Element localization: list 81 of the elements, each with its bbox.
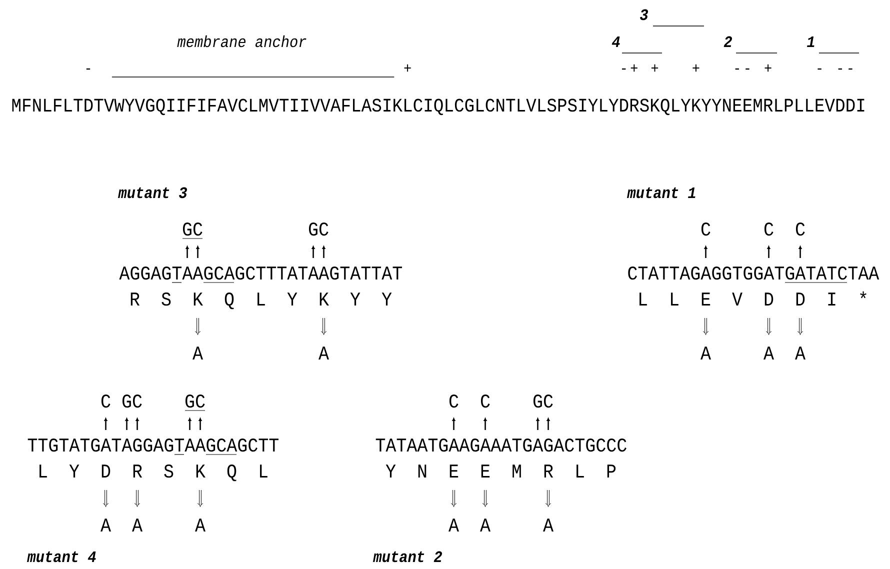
region-number: 2: [724, 36, 732, 47]
region-number: 1: [807, 36, 814, 47]
amino-acid-letter: S: [164, 464, 174, 478]
dna-sequence: AGGAGTAAGCAGCTTTATAAGTATTAT: [119, 266, 402, 280]
amino-acid-letter: D: [764, 292, 774, 306]
substituted-residue: A: [100, 518, 111, 532]
dna-sequence: TATAATGAAGAAATGAGACTGCCC: [376, 438, 626, 452]
amino-acid-letter: L: [40, 464, 47, 478]
base-substitution: C: [449, 394, 458, 408]
amino-acid-letter: M: [512, 464, 521, 478]
charge-sign: -: [848, 68, 852, 70]
base-substitution: C: [480, 394, 490, 408]
amino-acid-letter: V: [732, 292, 742, 306]
base-substitution: C: [796, 222, 805, 236]
amino-acid-letter: L: [640, 292, 647, 306]
substituted-residue: A: [795, 346, 806, 360]
dna-sequence: TTGTATGATAGGAGTAAGCAGCTT: [28, 438, 278, 452]
charge-sign: +: [630, 64, 638, 72]
base-substitution: GC: [185, 394, 205, 408]
amino-acid-letter: I: [828, 292, 836, 306]
base-substitution: GC: [122, 394, 142, 408]
amino-acid-letter: P: [607, 464, 616, 478]
amino-acid-letter: Y: [382, 292, 392, 306]
region-number: 4: [612, 36, 620, 47]
base-substitution: GC: [308, 222, 328, 236]
mutant-label: mutant 3: [118, 187, 188, 198]
substituted-residue: A: [195, 518, 206, 532]
mutant-label: mutant 2: [373, 551, 442, 562]
amino-acid-letter: L: [260, 464, 268, 478]
amino-acid-letter: L: [576, 464, 584, 478]
substituted-residue: A: [132, 518, 142, 532]
amino-acid-letter: Y: [350, 292, 360, 306]
amino-acid-letter: Y: [69, 464, 80, 478]
amino-acid-letter: D: [102, 464, 110, 478]
substituted-residue: A: [543, 518, 554, 532]
charge-sign: +: [404, 64, 411, 72]
amino-acid-letter: S: [162, 292, 171, 306]
amino-acid-letter: E: [702, 292, 710, 306]
substituted-residue: A: [192, 346, 203, 360]
amino-acid-letter: R: [133, 464, 142, 478]
protein-sequence: MFNLFLTDTVWYVGQIIFIFAVCLMVTIIVVAFLASIKLCIQLCGLCNTLVLSPSIYLYDRSKQLYKYYNEEMRLPLLEVDDI: [12, 98, 864, 116]
charge-sign: -: [818, 68, 822, 70]
amino-acid-letter: *: [860, 291, 866, 298]
base-substitution: GC: [533, 394, 553, 408]
mutant-label: mutant 4: [27, 551, 96, 562]
charge-sign: -: [86, 68, 90, 70]
charge-sign: +: [651, 64, 658, 72]
amino-acid-letter: K: [194, 292, 203, 306]
charge-sign: +: [692, 64, 700, 72]
amino-acid-letter: Y: [287, 292, 298, 306]
charge-sign: -: [735, 68, 739, 70]
substituted-residue: A: [480, 518, 490, 532]
amino-acid-letter: R: [544, 464, 554, 478]
mutant-label: mutant 1: [627, 187, 696, 198]
base-substitution: GC: [182, 222, 202, 236]
substituted-residue: A: [764, 346, 774, 360]
dna-sequence: CTATTAGAGGTGGATGATATCTAA: [628, 266, 880, 280]
amino-acid-letter: Q: [227, 464, 236, 482]
amino-acid-letter: E: [450, 464, 458, 478]
substituted-residue: A: [700, 346, 711, 360]
amino-acid-letter: E: [481, 464, 490, 478]
amino-acid-letter: L: [258, 292, 265, 306]
region-number: 3: [640, 9, 648, 20]
charge-sign: -: [746, 68, 750, 70]
charge-sign: -: [622, 68, 626, 70]
amino-acid-letter: Y: [386, 464, 396, 478]
region-label: membrane anchor: [177, 35, 306, 48]
substituted-residue: A: [318, 346, 329, 360]
amino-acid-letter: Q: [224, 292, 234, 310]
amino-acid-letter: N: [418, 464, 426, 478]
amino-acid-letter: K: [196, 464, 206, 478]
substituted-residue: A: [448, 518, 459, 532]
amino-acid-letter: R: [130, 292, 140, 306]
amino-acid-letter: K: [320, 292, 329, 306]
amino-acid-letter: D: [796, 292, 805, 306]
base-substitution: C: [101, 394, 110, 408]
amino-acid-letter: L: [671, 292, 678, 306]
base-substitution: C: [701, 222, 710, 236]
charge-sign: +: [764, 64, 772, 72]
charge-sign: -: [838, 68, 842, 70]
base-substitution: C: [764, 222, 774, 236]
